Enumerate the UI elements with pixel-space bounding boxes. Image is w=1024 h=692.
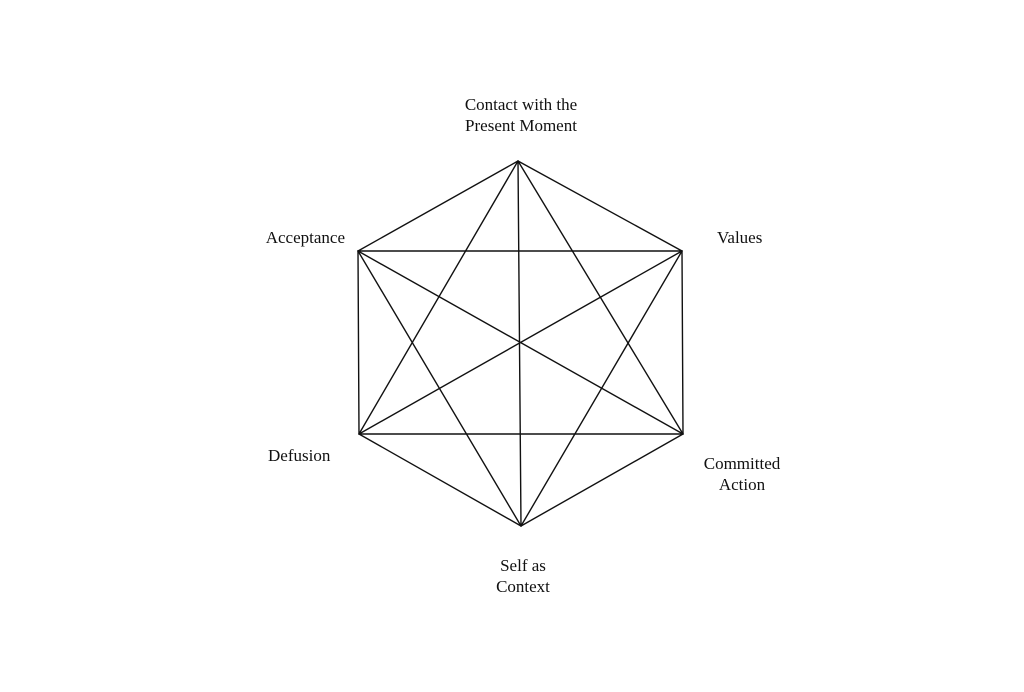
edge-values-committed — [681, 250, 684, 435]
node-label-committed-action: Committed Action — [703, 454, 781, 494]
node-label-acceptance: Acceptance — [265, 228, 345, 247]
edge-committed-self — [520, 433, 684, 527]
edge-contact-acceptance — [357, 160, 519, 252]
node-label-contact: Contact with the Present Moment — [464, 95, 578, 135]
edge-contact-defusion — [358, 160, 519, 435]
edge-defusion-acceptance — [357, 250, 360, 435]
edge-committed-acceptance — [357, 250, 684, 435]
node-label-values: Values — [717, 228, 763, 247]
node-label-self-as-context: Self as Context — [496, 556, 550, 596]
edge-self-defusion — [358, 433, 522, 527]
connection-lines — [357, 160, 684, 527]
node-label-defusion: Defusion — [268, 446, 331, 465]
edge-self-acceptance — [357, 250, 522, 527]
edge-contact-values — [517, 160, 683, 252]
